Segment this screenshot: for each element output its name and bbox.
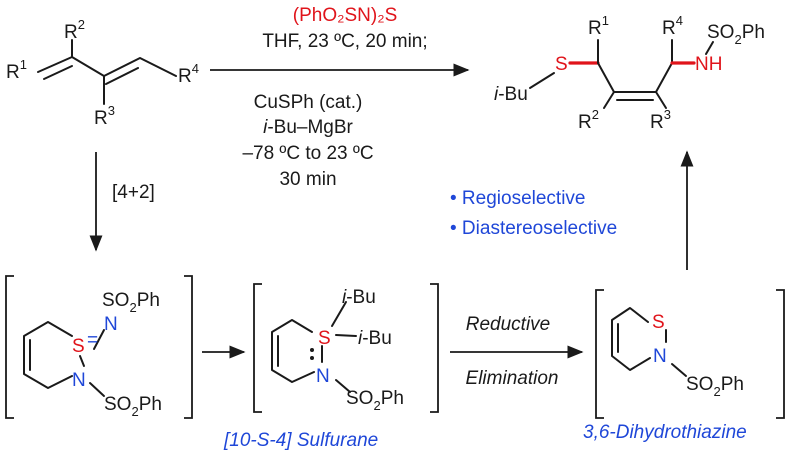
diene-r3: R3 (94, 103, 115, 129)
dihydrothiazine-structure: S N SO2Ph (595, 289, 785, 419)
reagent-time: 30 min (279, 169, 336, 190)
cycloadduct-imine-n: N (104, 314, 118, 335)
cycloaddition-label: [4+2] (112, 182, 155, 203)
sulfurane-sulfur: S (318, 328, 331, 349)
diene-structure: R1 R2 R3 R4 (6, 17, 199, 129)
dihydrothiazine-n: N (653, 346, 667, 367)
cycloadduct-structure: S = N SO2Ph N SO2Ph (5, 275, 193, 419)
reagent-conditions-1: THF, 23 ºC, 20 min; (262, 31, 427, 52)
product-so2ph: SO2Ph (707, 22, 765, 47)
reagent-sulfurdiimide: (PhO₂SN)₂S (293, 5, 398, 26)
product-nh: NH (695, 54, 722, 75)
product-sulfur: S (555, 54, 568, 75)
cycloadduct-sulfur: S (72, 336, 85, 357)
lone-pair-dot (310, 348, 314, 352)
sulfurane-ibu-1: i-Bu (342, 287, 376, 308)
product-ibu: i-Bu (494, 84, 528, 105)
diastereoselective-note: • Diastereoselective (450, 218, 617, 239)
cycloadduct-so2ph-bottom: SO2Ph (104, 394, 162, 419)
product-r4: R4 (662, 13, 683, 39)
lone-pair-dot (310, 356, 314, 360)
sulfurane-ring-n: N (316, 366, 330, 387)
dihydrothiazine-so2ph: SO2Ph (686, 374, 744, 399)
reagent-catalyst: CuSPh (cat.) (254, 92, 363, 113)
reductive-label: Reductive (466, 314, 551, 335)
sulfurane-so2ph: SO2Ph (346, 388, 404, 413)
diene-r4: R4 (178, 61, 199, 87)
dihydrothiazine-name: 3,6-Dihydrothiazine (583, 422, 747, 443)
elimination-label: Elimination (466, 368, 559, 389)
cycloadduct-so2ph-top: SO2Ph (102, 290, 160, 315)
product-r3: R3 (650, 107, 671, 133)
cycloadduct-ring-n: N (72, 370, 86, 391)
diene-r1: R1 (6, 57, 27, 83)
sulfurane-ibu-2: i-Bu (358, 328, 392, 349)
product-structure: i-Bu S R1 R4 NH SO2Ph R2 R3 (494, 13, 765, 133)
reagent-conditions: (PhO₂SN)₂S THF, 23 ºC, 20 min; CuSPh (ca… (242, 5, 427, 190)
reagent-temperature: –78 ºC to 23 ºC (242, 143, 373, 164)
dihydrothiazine-sulfur: S (652, 312, 665, 333)
regioselective-note: • Regioselective (450, 188, 586, 209)
reagent-grignard: i-Bu–MgBr (263, 117, 353, 138)
product-r1: R1 (588, 13, 609, 39)
sulfurane-structure: S i-Bu i-Bu N SO2Ph (253, 283, 439, 413)
sulfurane-name: [10-S-4] Sulfurane (223, 430, 378, 451)
diene-r2: R2 (64, 17, 85, 43)
product-r2: R2 (578, 107, 599, 133)
cycloadduct-imino-bond: = (87, 330, 98, 351)
